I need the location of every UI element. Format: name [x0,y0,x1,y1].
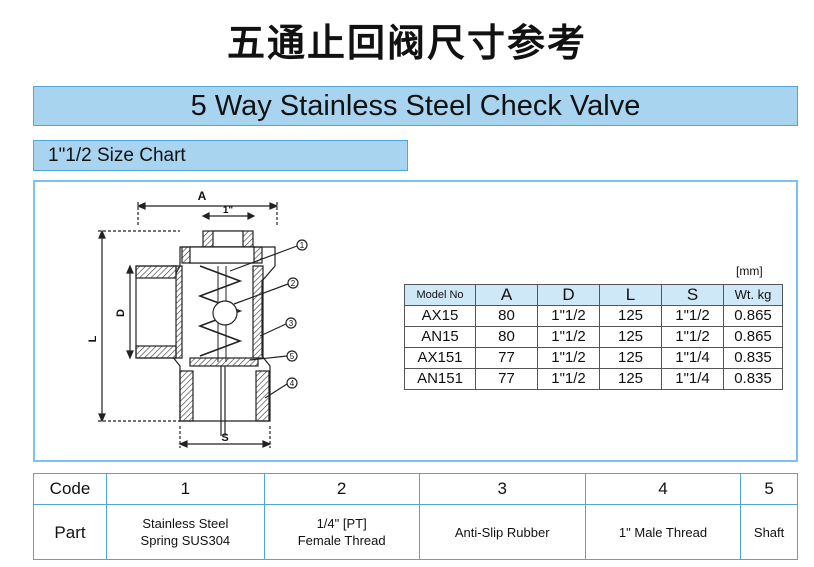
dimension-thread-label: 1" [223,205,234,216]
product-title-banner: 5 Way Stainless Steel Check Valve [33,86,798,126]
code-3: 3 [418,473,586,505]
part-3-line-1: Anti-Slip Rubber [454,524,550,540]
table-row: AX15 80 1"1/2 125 1"1/2 0.865 [404,305,783,327]
part-3: Anti-Slip Rubber [418,504,586,560]
cell-model: AX151 [404,347,476,369]
cell-a: 80 [475,326,538,348]
table-row: AX151 77 1"1/2 125 1"1/4 0.835 [404,347,783,369]
part-5: Shaft [740,504,798,560]
part-1-line-2: Spring SUS304 [140,533,231,548]
cell-s: 1"1/4 [661,347,724,369]
cell-d: 1"1/2 [537,326,600,348]
callout-2: 2 [291,279,296,288]
cell-l: 125 [599,305,662,327]
cell-d: 1"1/2 [537,305,600,327]
part-4-line-1: 1" Male Thread [618,524,708,540]
code-1: 1 [106,473,265,505]
callout-3: 3 [289,319,294,328]
unit-label: [mm] [736,264,763,278]
callout-5: 5 [290,352,295,361]
cell-d: 1"1/2 [537,368,600,390]
header-d: D [537,284,600,306]
cell-model: AN15 [404,326,476,348]
part-4: 1" Male Thread [584,504,742,560]
dimension-l-label: L [87,335,99,342]
size-chart-label: 1"1/2 Size Chart [33,140,408,171]
cell-l: 125 [599,347,662,369]
cell-model: AN151 [404,368,476,390]
part-5-line-1: Shaft [753,524,785,540]
cell-a: 77 [475,347,538,369]
part-1-line-1: Stainless Steel [142,516,229,531]
cell-s: 1"1/2 [661,326,724,348]
cell-l: 125 [599,368,662,390]
cell-weight: 0.835 [723,368,783,390]
code-4: 4 [584,473,742,505]
part-label: Part [33,504,107,560]
table-row: AN151 77 1"1/2 125 1"1/4 0.835 [404,368,783,390]
callout-4: 4 [290,379,295,388]
header-model-no: Model No [404,284,476,306]
dimension-d-label: D [115,309,127,317]
table-row: AN15 80 1"1/2 125 1"1/2 0.865 [404,326,783,348]
header-l: L [599,284,662,306]
dimension-a-label: A [198,189,207,203]
cell-weight: 0.865 [723,305,783,327]
code-2: 2 [263,473,420,505]
valve-cross-section-diagram: A 1" D L S 1 2 3 5 4 [87,189,308,448]
cell-s: 1"1/4 [661,368,724,390]
header-a: A [475,284,538,306]
parts-description-row: Part Stainless Steel Spring SUS304 1/4" … [33,504,798,560]
callout-1: 1 [300,241,305,250]
dimension-s-label: S [221,432,228,444]
header-s: S [661,284,724,306]
cell-a: 77 [475,368,538,390]
part-1: Stainless Steel Spring SUS304 [106,504,265,560]
parts-code-row: Code 1 2 3 4 5 [33,473,798,505]
code-5: 5 [740,473,798,505]
cell-model: AX15 [404,305,476,327]
code-label: Code [33,473,107,505]
header-weight: Wt. kg [723,284,783,306]
cell-weight: 0.835 [723,347,783,369]
cell-a: 80 [475,305,538,327]
specification-table: Model No A D L S Wt. kg AX15 80 1"1/2 12… [404,284,783,390]
spec-header-row: Model No A D L S Wt. kg [404,284,783,306]
part-2: 1/4" [PT] Female Thread [263,504,420,560]
part-2-line-2: Female Thread [297,533,386,548]
cell-weight: 0.865 [723,326,783,348]
cell-d: 1"1/2 [537,347,600,369]
part-2-line-1: 1/4" [PT] [316,516,367,531]
parts-table: Code 1 2 3 4 5 Part Stainless Steel Spri… [33,473,798,560]
cell-l: 125 [599,326,662,348]
cell-s: 1"1/2 [661,305,724,327]
page-title-chinese: 五通止回阀尺寸参考 [226,21,587,65]
